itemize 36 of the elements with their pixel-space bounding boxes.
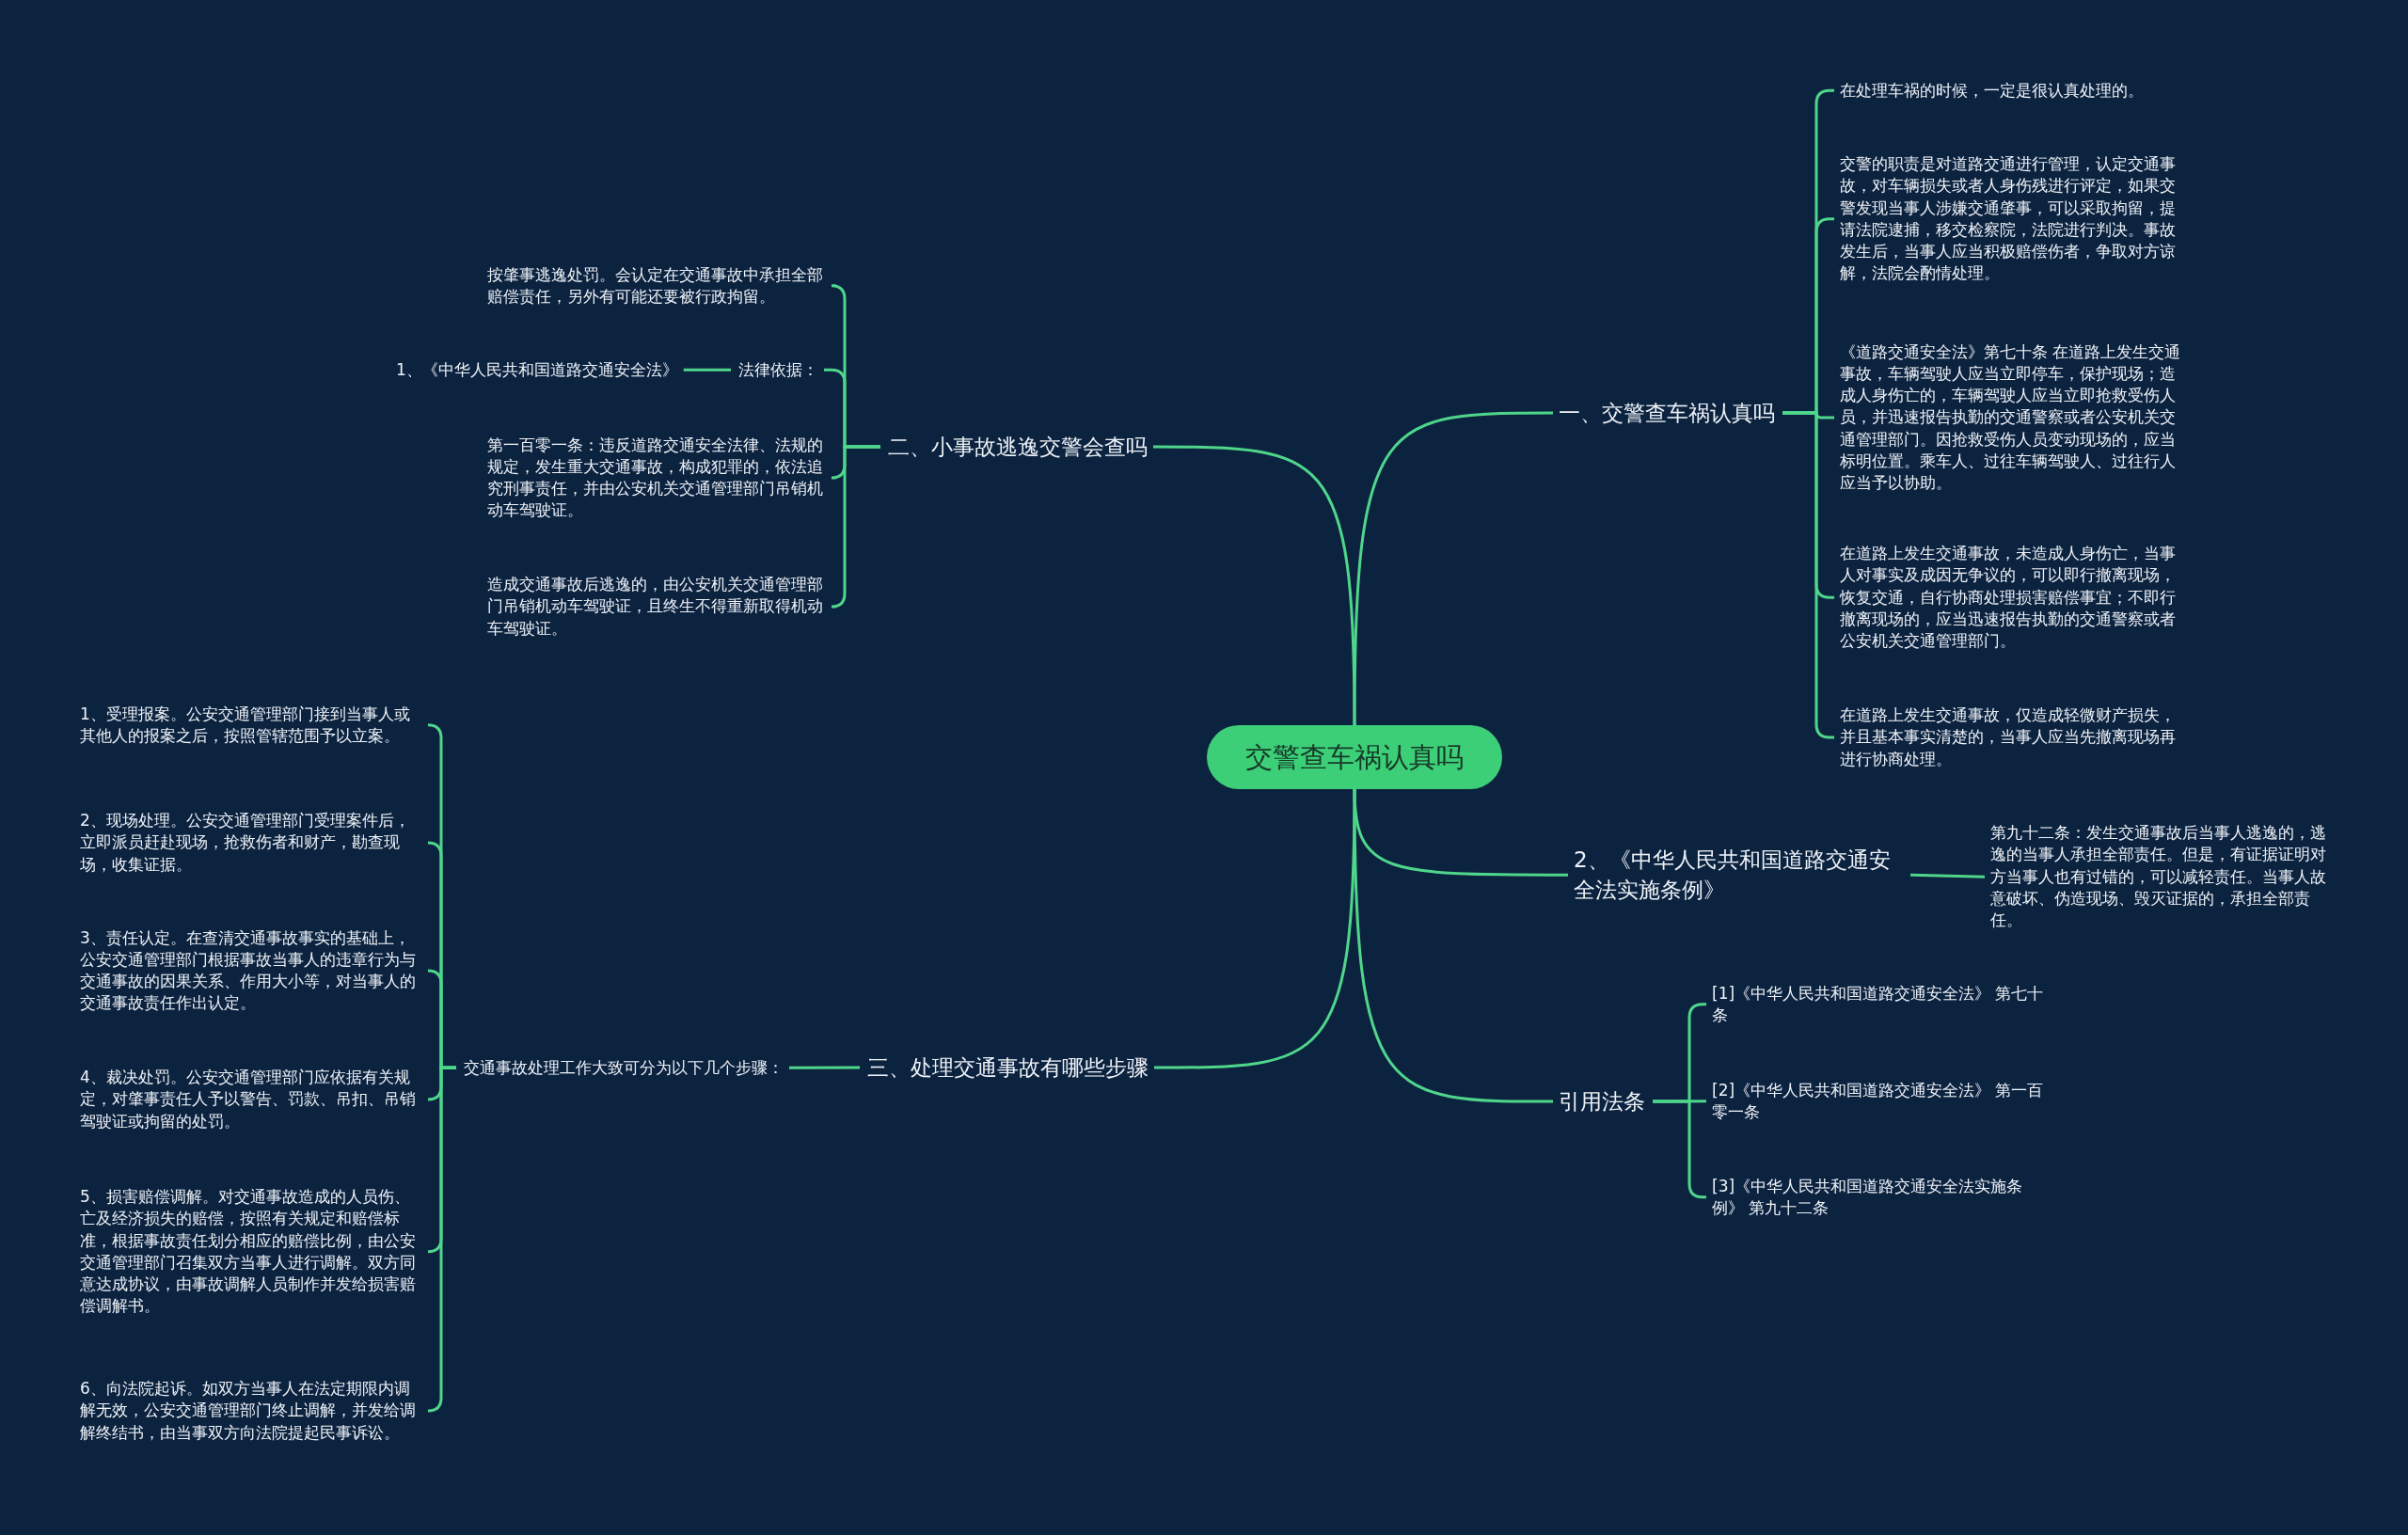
note-text: 第一百零一条：违反道路交通安全法律、法规的规定，发生重大交通事故，构成犯罪的，依法追究刑事责任，并由公安机关交通管理部门吊销机动车驾驶证。 [487, 434, 831, 522]
note-text: [1]《中华人民共和国道路交通安全法》 第七十条 [1712, 982, 2051, 1027]
connector-line [426, 1066, 456, 1413]
branch-label: 2、《中华人民共和国道路交通安全法实施条例》 [1574, 845, 1903, 906]
note-text: [3]《中华人民共和国道路交通安全法实施条例》 第九十二条 [1712, 1175, 2051, 1220]
note-text: 《道路交通安全法》第七十条 在道路上发生交通事故，车辆驾驶人应当立即停车，保护现场；造成人身伤亡的，车辆驾驶人应当立即抢救受伤人员，并迅速报告执勤的交通警察或者公安机关交通管理部门。因抢救受伤人员变动现场的，应当标明位置。乘车人、过往车辆驾驶人、过往行人应当予以协助。 [1840, 340, 2188, 495]
branch-label: 二、小事故逃逸交警会查吗 [888, 432, 1148, 463]
connector-line [1353, 789, 1553, 1103]
note-text: [2]《中华人民共和国道路交通安全法》 第一百零一条 [1712, 1079, 2051, 1124]
connector-line [1153, 445, 1356, 725]
connector-line [1154, 789, 1356, 1069]
note-text: 3、责任认定。在查清交通事故事实的基础上，公安交通管理部门根据事故当事人的违章行为与交通事故的因果关系、作用大小等，对当事人的交通事故责任作出认定。 [80, 926, 423, 1015]
note-text: 5、损害赔偿调解。对交通事故造成的人员伤、亡及经济损失的赔偿，按照有关规定和赔偿标准，根据事故责任划分相应的赔偿比例，由公安交通管理部门召集双方当事人进行调解。双方同意达成协议，由事故调解人员制作并发给损害赔偿调解书。 [80, 1186, 423, 1318]
note-text: 法律依据： [738, 358, 818, 381]
note-text: 在道路上发生交通事故，未造成人身伤亡，当事人对事实及成因无争议的，可以即行撤离现场，恢复交通，自行协商处理损害赔偿事宜；不即行撤离现场的，应当迅速报告执勤的交通警察或者公安机关交通管理部门。 [1840, 543, 2188, 653]
note-text: 第九十二条：发生交通事故后当事人逃逸的，逃逸的当事人承担全部责任。但是，有证据证明对方当事人也有过错的，可以减轻责任。当事人故意破坏、伪造现场、毁灭证据的，承担全部责任。 [1990, 822, 2338, 932]
branch-label: 三、处理交通事故有哪些步骤 [867, 1052, 1149, 1084]
connector-line [789, 1066, 860, 1069]
connector-line [683, 368, 731, 372]
note-text: 1、《中华人民共和国道路交通安全法》 [396, 358, 678, 381]
note-text: 按肇事逃逸处罚。会认定在交通事故中承担全部赔偿责任，另外有可能还要被行政拘留。 [487, 263, 831, 309]
note-text: 2、现场处理。公安交通管理部门受理案件后，立即派员赶赴现场，抢救伤者和财产，勘查现场，收集证据。 [80, 810, 423, 876]
note-text: 在处理车祸的时候，一定是很认真处理的。 [1840, 79, 2144, 102]
note-text: 6、向法院起诉。如双方当事人在法定期限内调解无效，公安交通管理部门终止调解，并发给调解终结书，由当事双方向法院提起民事诉讼。 [80, 1378, 423, 1444]
note-text: 在道路上发生交通事故，仅造成轻微财产损失，并且基本事实清楚的，当事人应当先撤离现场再进行协商处理。 [1840, 704, 2188, 770]
note-text: 造成交通事故后逃逸的，由公安机关交通管理部门吊销机动车驾驶证，且终生不得重新取得机动车驾驶证。 [487, 574, 831, 640]
note-text: 4、裁决处罚。公安交通管理部门应依据有关规定，对肇事责任人予以警告、罚款、吊扣、吊销驾驶证或拘留的处罚。 [80, 1067, 423, 1132]
central-topic-box: 交警查车祸认真吗 [1207, 725, 1502, 789]
note-text: 1、受理报案。公安交通管理部门接到当事人或其他人的报案之后，按照管辖范围予以立案。 [80, 703, 423, 748]
connector-line [830, 445, 880, 609]
note-text: 交通事故处理工作大致可分为以下几个步骤： [464, 1056, 784, 1079]
note-text: 交警的职责是对道路交通进行管理，认定交通事故，对车辆损失或者人身伤残进行评定，如果交警发现当事人涉嫌交通肇事，可以采取拘留，提请法院逮捕，移交检察院，法院进行判决。事故发生后，当事人应当积极赔偿伤者，争取对方谅解，法院会酌情处理。 [1840, 153, 2188, 285]
branch-label: 引用法条 [1559, 1086, 1645, 1117]
connector-line [1909, 873, 1986, 878]
branch-label: 一、交警查车祸认真吗 [1559, 398, 1775, 429]
connector-line [1353, 411, 1553, 725]
